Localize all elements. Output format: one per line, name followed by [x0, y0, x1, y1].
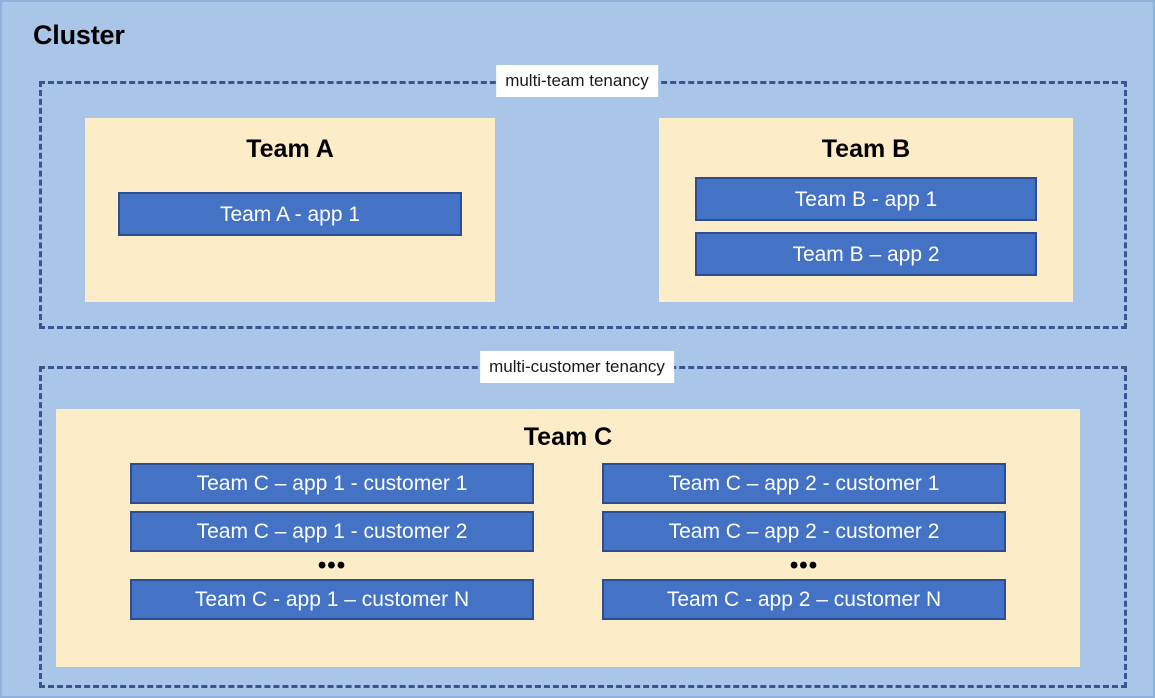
team-b-heading: Team B — [821, 135, 911, 163]
panel-team-a: Team A Team A - app 1 — [85, 118, 495, 302]
region-label-multi-customer-tenancy: multi-customer tenancy — [480, 351, 674, 383]
app-box-team-a-app-1[interactable]: Team A - app 1 — [118, 192, 462, 236]
app-box-team-c-app-1-customer-n[interactable]: Team C - app 1 – customer N — [130, 579, 534, 620]
app-box-team-c-app-1-customer-2[interactable]: Team C – app 1 - customer 2 — [130, 511, 534, 552]
team-a-heading: Team A — [246, 135, 334, 163]
panel-team-b: Team B Team B - app 1 Team B – app 2 — [659, 118, 1073, 302]
app-box-team-c-app-2-customer-n[interactable]: Team C - app 2 – customer N — [602, 579, 1006, 620]
panel-team-c: Team C Team C – app 1 - customer 1 Team … — [56, 409, 1080, 667]
region-label-multi-team-tenancy: multi-team tenancy — [496, 65, 658, 97]
team-c-column-app-1: Team C – app 1 - customer 1 Team C – app… — [130, 463, 534, 620]
ellipsis-team-c-app-2: ••• — [789, 551, 819, 579]
app-box-team-c-app-2-customer-2[interactable]: Team C – app 2 - customer 2 — [602, 511, 1006, 552]
app-box-team-c-app-1-customer-1[interactable]: Team C – app 1 - customer 1 — [130, 463, 534, 504]
team-c-app-columns: Team C – app 1 - customer 1 Team C – app… — [130, 463, 1006, 620]
team-a-app-list: Team A - app 1 — [118, 192, 462, 236]
ellipsis-team-c-app-1: ••• — [317, 551, 347, 579]
app-box-team-b-app-1[interactable]: Team B - app 1 — [695, 177, 1037, 221]
page-title: Cluster — [33, 20, 125, 50]
app-box-team-b-app-2[interactable]: Team B – app 2 — [695, 232, 1037, 276]
team-b-app-list: Team B - app 1 Team B – app 2 — [695, 177, 1037, 276]
team-c-column-app-2: Team C – app 2 - customer 1 Team C – app… — [602, 463, 1006, 620]
team-c-heading: Team C — [523, 423, 613, 451]
app-box-team-c-app-2-customer-1[interactable]: Team C – app 2 - customer 1 — [602, 463, 1006, 504]
